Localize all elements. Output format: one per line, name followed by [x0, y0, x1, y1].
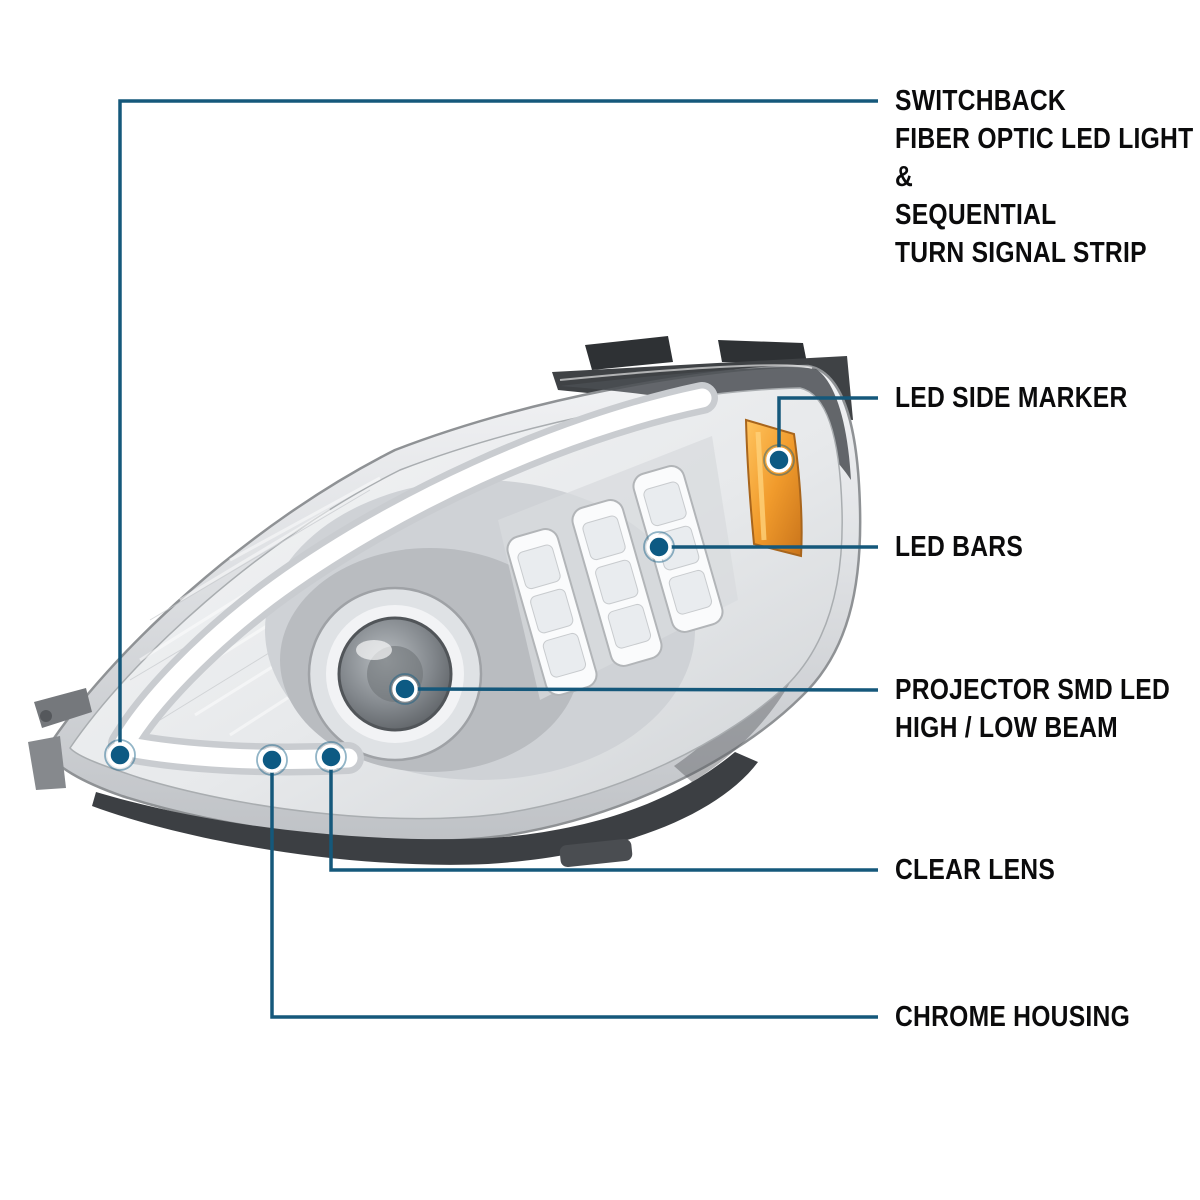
callout-line-chrome-housing [270, 760, 878, 1019]
callout-dot-led-bars [643, 531, 675, 563]
led-bar-module [571, 499, 663, 667]
label-projector-smd-led: PROJECTOR SMD LED HIGH / LOW BEAM [895, 671, 1170, 747]
led-bar-module [632, 465, 724, 633]
top-rim-highlight [559, 364, 813, 381]
callout-dots [104, 444, 795, 776]
label-led-side-marker: LED SIDE MARKER [895, 379, 1128, 417]
drl-strip [108, 382, 718, 776]
callout-dot-chrome-housing [256, 744, 288, 776]
amber-side-marker [744, 418, 803, 558]
callout-lines [118, 99, 879, 1019]
mounting-bracket-left [585, 336, 673, 370]
label-line: PROJECTOR SMD LED [895, 674, 1171, 706]
callout-line-clear-lens [329, 757, 878, 872]
callout-line-projector [404, 687, 879, 692]
label-line: TURN SIGNAL STRIP [895, 237, 1147, 269]
label-line: CHROME HOUSING [895, 1001, 1131, 1033]
headlight-illustration [28, 336, 862, 868]
label-led-bars: LED BARS [895, 528, 1023, 566]
callout-dot-switchback [104, 739, 136, 771]
inner-right-shadow [674, 432, 818, 782]
label-line: FIBER OPTIC LED LIGHT [895, 123, 1194, 155]
label-switchback-strip: SWITCHBACK FIBER OPTIC LED LIGHT & SEQUE… [895, 82, 1193, 272]
bottom-tab [559, 838, 633, 868]
callout-line-switchback [118, 99, 878, 755]
mounting-bracket-right [718, 340, 807, 363]
label-line: SEQUENTIAL [895, 199, 1057, 231]
led-bar-module [506, 528, 598, 696]
label-chrome-housing: CHROME HOUSING [895, 998, 1130, 1036]
callout-dot-clear-lens [315, 741, 347, 773]
left-screw [40, 710, 52, 722]
projector-assembly [307, 586, 483, 762]
label-line: CLEAR LENS [895, 854, 1056, 886]
bottom-base [92, 752, 758, 865]
label-clear-lens: CLEAR LENS [895, 851, 1055, 889]
left-tab-lower [28, 736, 66, 790]
label-line: & [895, 161, 914, 193]
label-line: HIGH / LOW BEAM [895, 712, 1118, 744]
callout-line-side-marker [777, 396, 878, 460]
label-line: LED SIDE MARKER [895, 382, 1128, 414]
label-line: SWITCHBACK [895, 85, 1066, 117]
label-line: LED BARS [895, 531, 1024, 563]
callout-dot-projector [389, 673, 421, 705]
callout-dot-side-marker [763, 444, 795, 476]
